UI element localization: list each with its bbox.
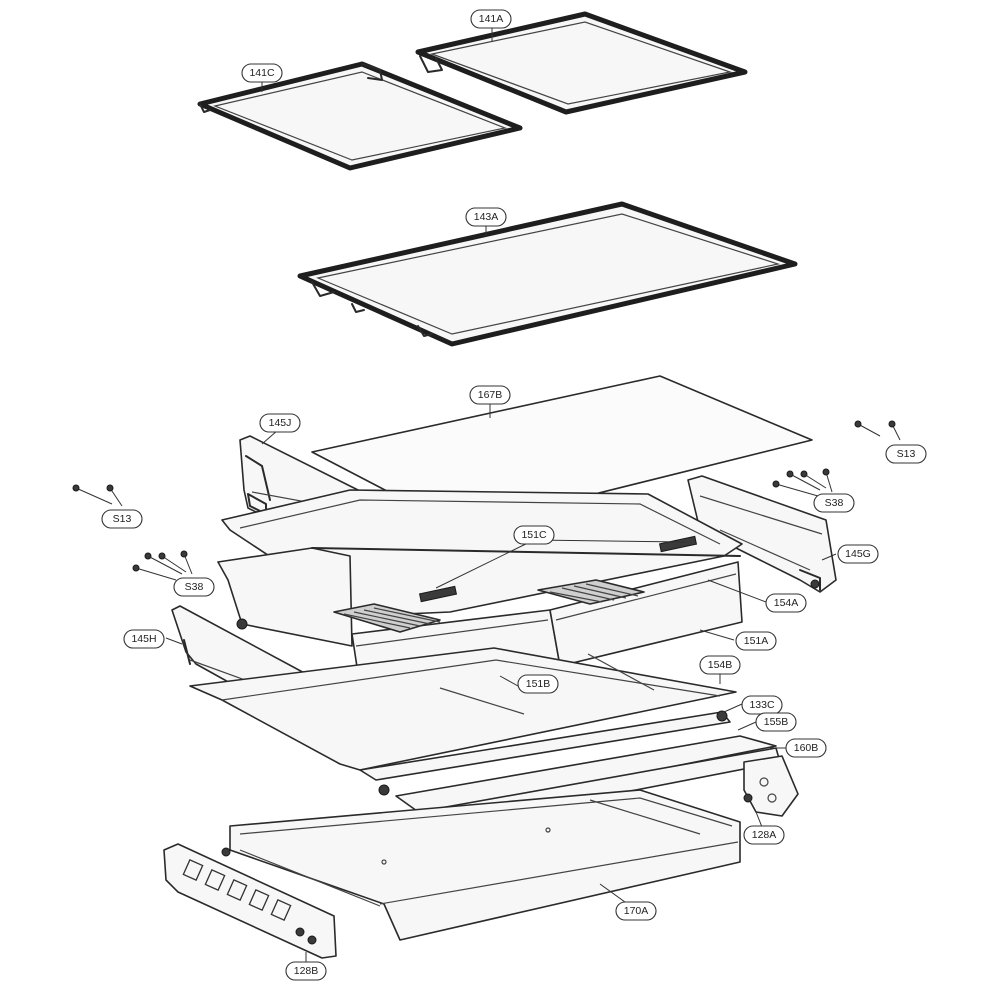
callout-141C: 141C [241,63,283,83]
callout-S38-right: S38 [813,493,855,513]
svg-text:151B: 151B [526,678,551,690]
callout-151B: 151B [517,674,559,694]
svg-text:141A: 141A [479,13,504,25]
svg-text:S13: S13 [897,448,916,460]
callout-151A: 151A [735,631,777,651]
callout-167B: 167B [469,385,511,405]
callout-160B: 160B [785,738,827,758]
callout-S38-left: S38 [173,577,215,597]
callout-151C: 151C [513,525,555,545]
svg-text:145G: 145G [845,548,871,560]
bottom-drawer-170A [221,789,741,941]
callout-141A: 141A [470,9,512,29]
shelf-141A [415,11,748,115]
svg-text:128B: 128B [294,965,319,977]
callout-145H: 145H [123,629,165,649]
svg-text:128A: 128A [752,829,777,841]
callout-128B: 128B [285,961,327,981]
screws-S38-left [132,550,193,581]
callout-170A: 170A [615,901,657,921]
svg-text:151A: 151A [744,635,769,647]
callout-S13-left: S13 [101,509,143,529]
callout-155B: 155B [755,712,797,732]
svg-text:S13: S13 [113,513,132,525]
shelf-141C [197,61,523,171]
callout-145J: 145J [259,413,301,433]
svg-text:145J: 145J [269,417,292,429]
shelf-143A [297,201,798,347]
callout-S13-right: S13 [885,444,927,464]
svg-text:133C: 133C [749,699,775,711]
callout-143A: 143A [465,207,507,227]
drawer-grid-right [537,579,645,605]
callout-145G: 145G [837,544,879,564]
svg-text:143A: 143A [474,211,499,223]
bracket-128A [743,755,799,817]
svg-text:154B: 154B [708,659,733,671]
svg-text:154A: 154A [774,597,799,609]
svg-text:155B: 155B [764,716,789,728]
svg-text:S38: S38 [185,581,204,593]
callout-133C: 133C [741,695,783,715]
tray-154B [189,647,737,771]
drawer-grid-left [333,603,441,633]
callout-128A: 128A [743,825,785,845]
callout-154A: 154A [765,593,807,613]
screws-S38-right [772,468,833,497]
svg-text:141C: 141C [249,67,275,79]
screws-S13-left [72,484,123,507]
svg-text:145H: 145H [131,633,156,645]
bracket-128B [163,843,337,959]
svg-text:170A: 170A [624,905,649,917]
svg-text:151C: 151C [521,529,547,541]
svg-text:160B: 160B [794,742,819,754]
screws-S13-right [854,420,901,441]
svg-text:167B: 167B [478,389,503,401]
callout-154B: 154B [699,655,741,675]
svg-text:S38: S38 [825,497,844,509]
